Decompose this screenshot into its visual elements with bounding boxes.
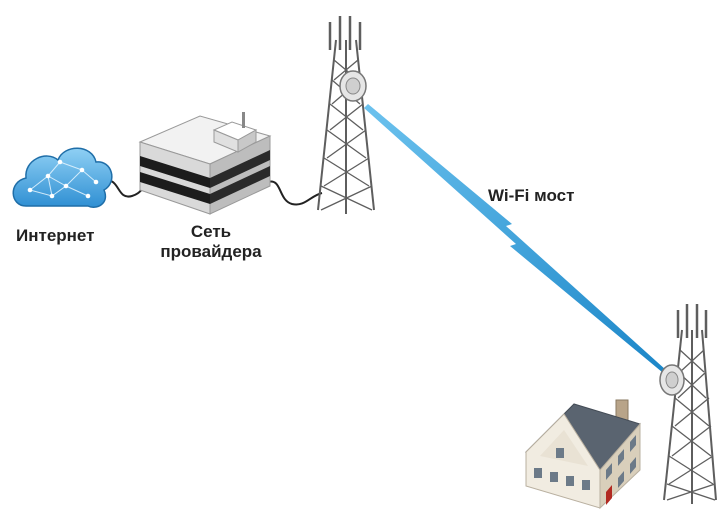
radio-tower-icon [659, 304, 717, 504]
provider-label-line2: провайдера [160, 242, 262, 261]
wifi-bridge-label: Wi-Fi мост [488, 186, 575, 205]
server-icon [138, 112, 272, 215]
internet-label: Интернет [16, 226, 95, 245]
radio-tower-icon [317, 16, 375, 214]
provider-label-line1: Сеть [190, 222, 232, 241]
cable-provider-tower [267, 180, 323, 206]
lightning-link-icon [364, 104, 666, 372]
house-icon [525, 399, 641, 510]
provider-network-label: Сеть провайдера [150, 222, 272, 262]
cloud-network-icon [12, 147, 113, 208]
